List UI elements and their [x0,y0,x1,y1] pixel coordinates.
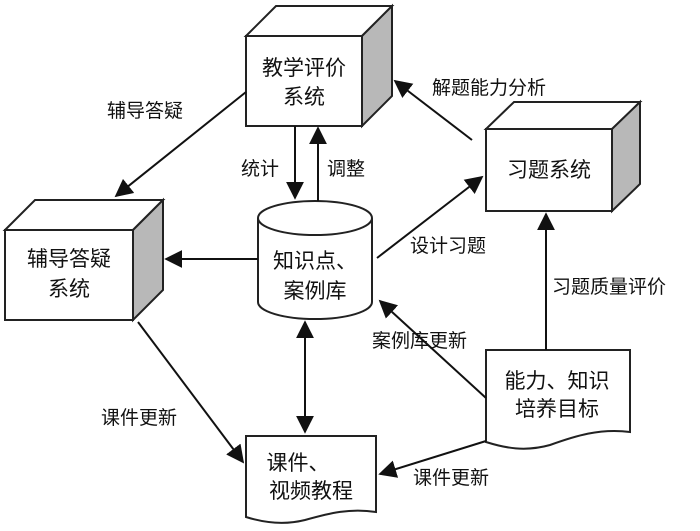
box-front-face [485,128,613,212]
edge-label-adjust: 调整 [327,158,365,180]
node-label-line1: 能力、知识 [505,369,610,393]
box-front-face [4,229,134,321]
node-teaching-evaluation-system[interactable]: 教学评价 系统 [243,3,395,129]
edge-label-exercise-quality-evaluation: 习题质量评价 [552,276,666,298]
edge-label-design-exercises: 设计习题 [410,235,486,257]
node-exercise-system[interactable]: 习题系统 [483,99,643,214]
node-label-line2: 系统 [283,85,325,109]
edge-label-courseware-update-right: 课件更新 [413,467,489,489]
cylinder-top [257,200,373,236]
edge-eval-to-tutoring [114,91,247,198]
box-front-face [245,35,363,127]
node-label-line1: 辅导答疑 [27,247,111,271]
edge-label-statistics: 统计 [241,158,279,180]
node-courseware-document[interactable]: 课件、 视频教程 [245,435,377,524]
node-training-goals-document[interactable]: 能力、知识 培养目标 [485,349,631,450]
node-label-line2: 视频教程 [269,479,353,503]
document-shape [485,349,631,450]
edge-goals-to-courseware [378,440,487,478]
node-label-line2: 案例库 [284,279,347,303]
edge-label-tutoring-qa: 辅导答疑 [107,100,183,122]
node-label-line1: 课件、 [267,451,330,475]
node-label-line2: 系统 [48,277,90,301]
node-label-line1: 教学评价 [262,56,346,80]
edge-label-solving-ability-analysis: 解题能力分析 [432,77,546,99]
edge-label-case-library-update: 案例库更新 [372,330,467,352]
node-label-line1: 知识点、 [273,249,357,273]
node-knowledge-case-database[interactable]: 知识点、 案例库 [257,200,373,320]
edge-tutoring-to-courseware [137,321,245,464]
edge-db-to-exercise [376,175,484,259]
node-label: 习题系统 [507,158,591,182]
document-shape [245,435,377,524]
node-label-line2: 培养目标 [515,397,599,421]
cylinder-body [257,218,373,320]
edge-label-courseware-update-left: 课件更新 [101,407,177,429]
edge-goals-to-db [378,299,487,399]
node-tutoring-system[interactable]: 辅导答疑 系统 [2,197,166,323]
edge-exercise-to-eval [393,79,473,141]
